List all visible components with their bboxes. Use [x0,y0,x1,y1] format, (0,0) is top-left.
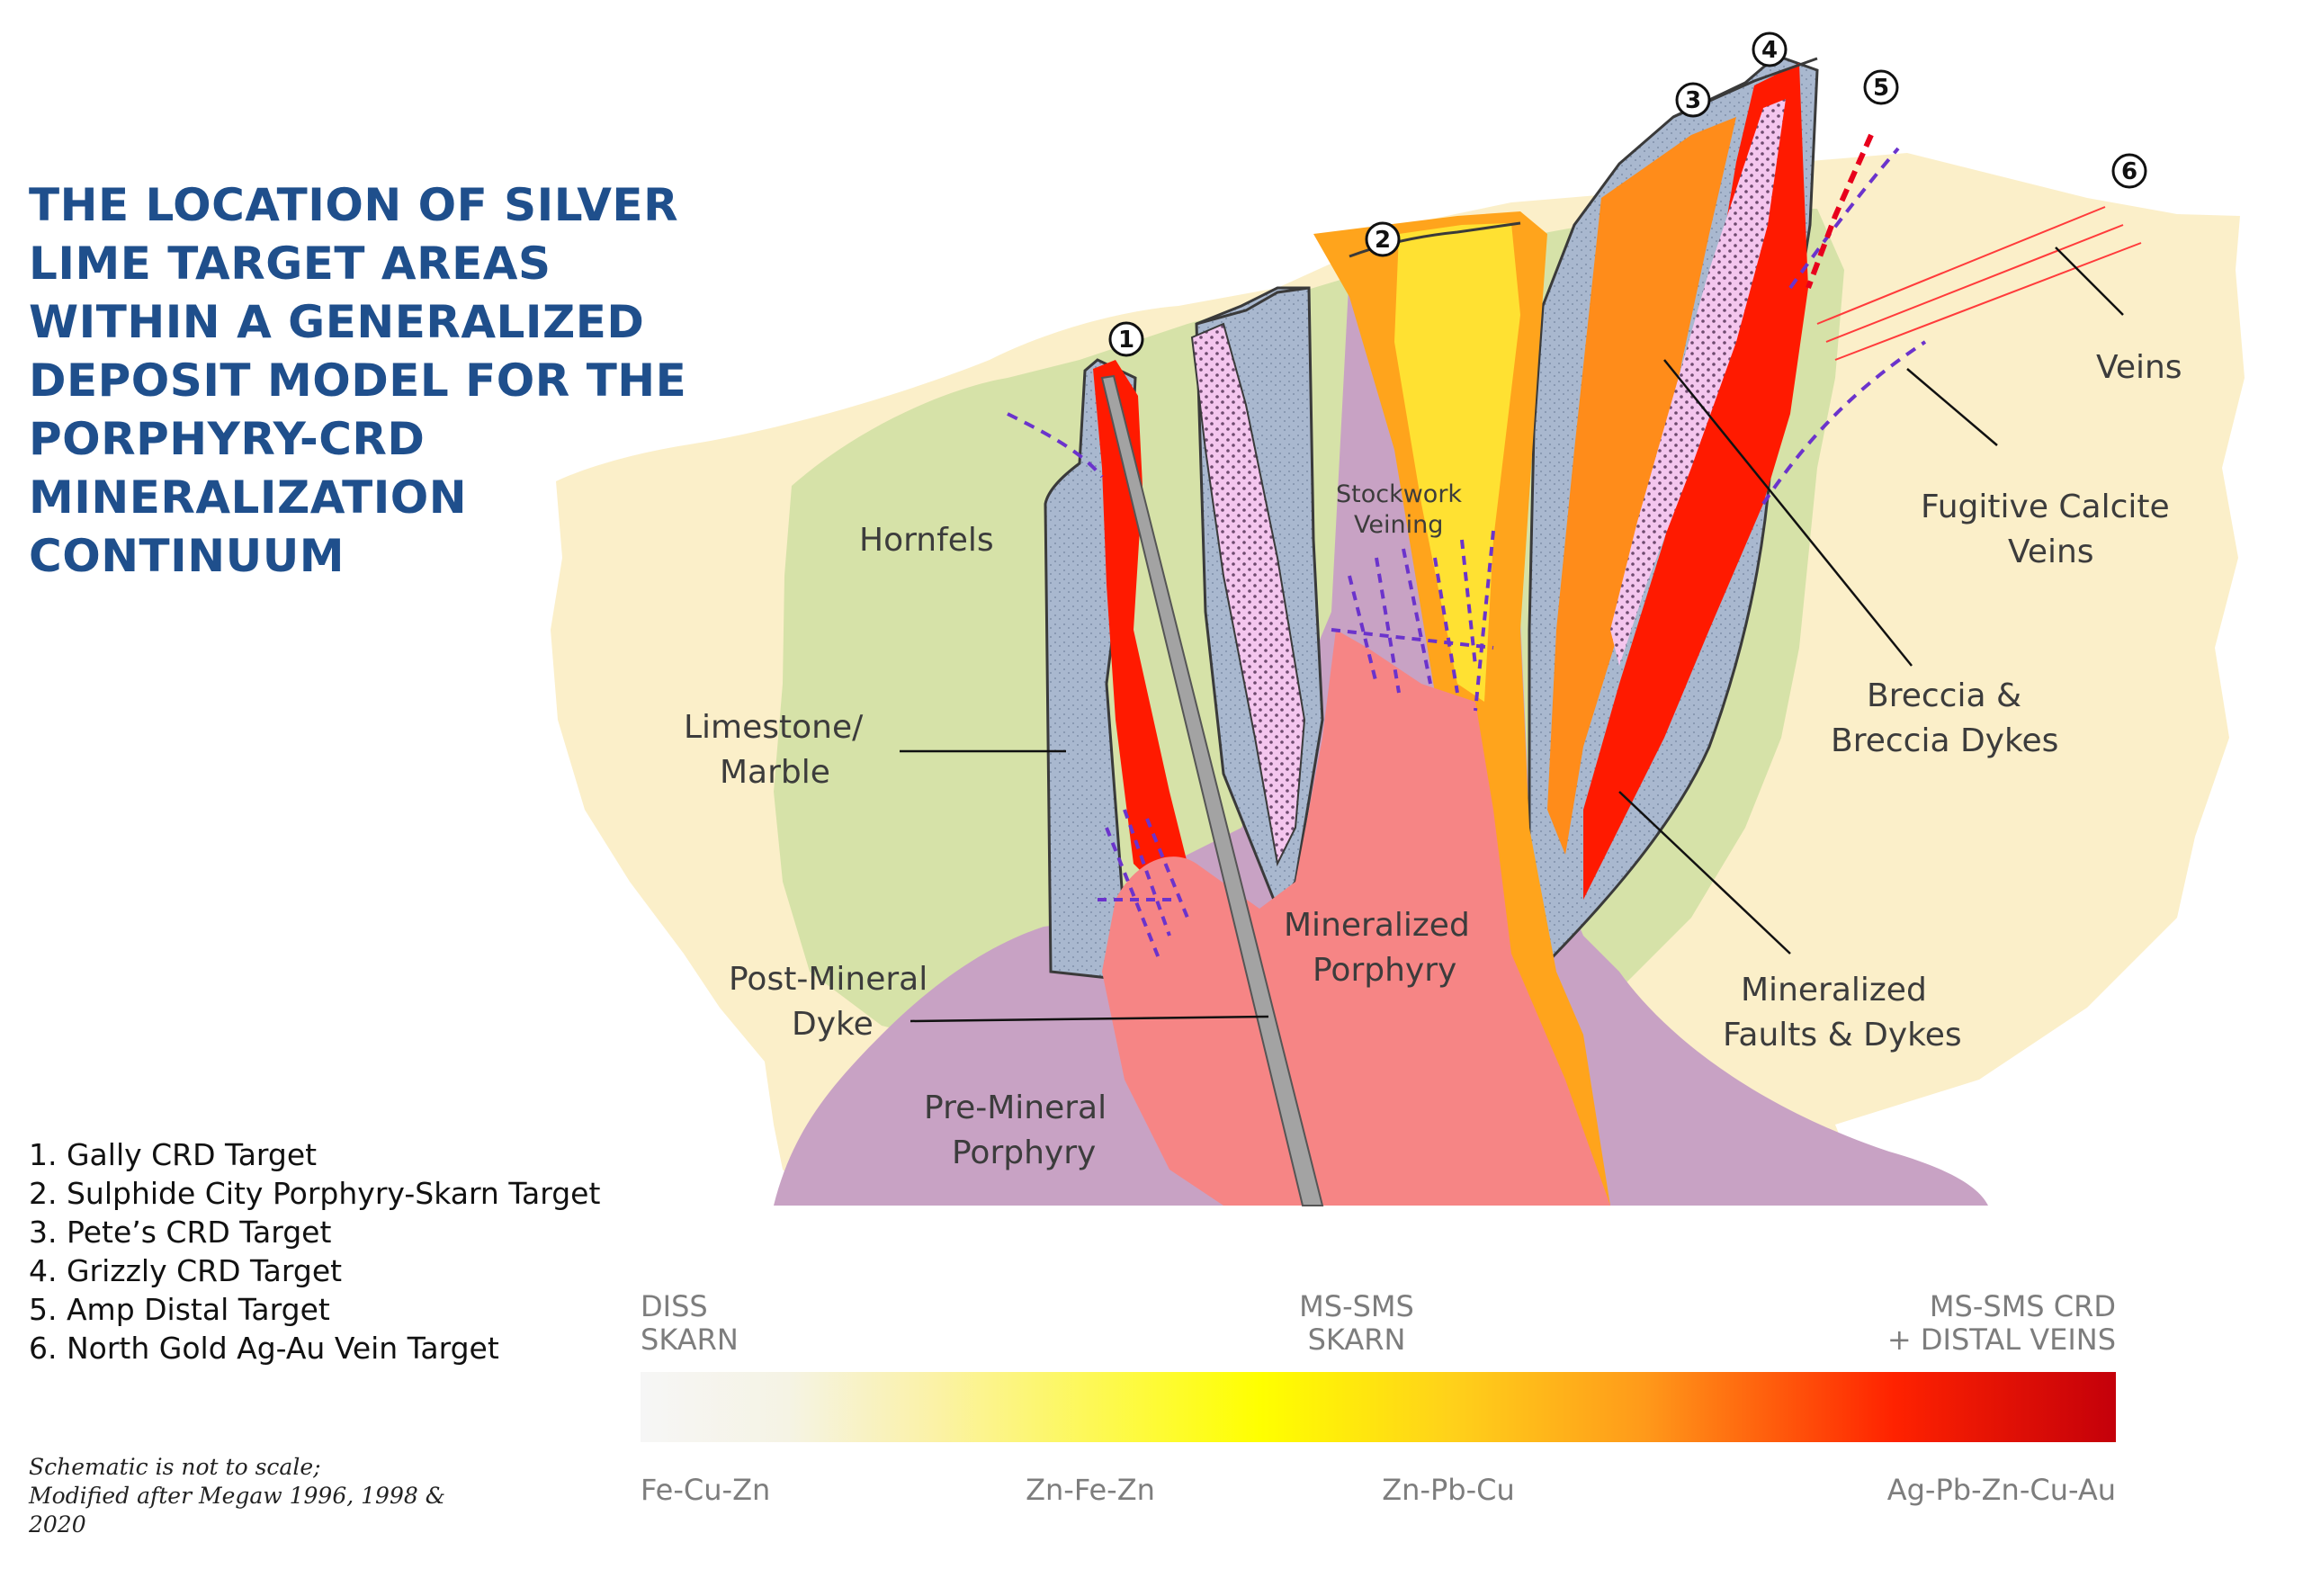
skarn-red-left [1093,360,1187,900]
list-item: 6. North Gold Ag-Au Vein Target [29,1331,499,1366]
target-list: 1. Gally CRD Target 2. Sulphide City Por… [29,1135,600,1367]
mineralized-porphyry [1102,630,1610,1206]
label-breccia-1: Breccia & [1867,677,2021,714]
title-line: WITHIN A GENERALIZED [29,296,645,348]
label-faults-1: Mineralized [1741,972,1927,1009]
note-line: 2020 [29,1511,86,1538]
label-pre-mineral-1: Pre-Mineral [924,1089,1107,1126]
title-line: DEPOSIT MODEL FOR THE [29,354,687,407]
note-line: Schematic is not to scale; [29,1454,321,1480]
label-hornfels: Hornfels [859,522,994,559]
scale-label-zn-fe-zn: Zn-Fe-Zn [1026,1473,1155,1507]
scale-label-crd-1: MS-SMS CRD [1930,1289,2116,1323]
post-mineral-dyke [1100,374,1324,1206]
source-note: Schematic is not to scale; Modified afte… [29,1453,479,1539]
list-item: 5. Amp Distal Target [29,1292,330,1327]
target-marker-6: 6 [2111,153,2147,189]
label-post-mineral-1: Post-Mineral [729,961,927,998]
scale-label-fe-cu-zn: Fe-Cu-Zn [641,1473,770,1507]
page-title: THE LOCATION OF SILVER LIME TARGET AREAS… [29,176,687,586]
label-mineralized-porphyry-1: Mineralized [1284,907,1470,944]
list-item: 2. Sulphide City Porphyry-Skarn Target [29,1176,601,1211]
title-line: MINERALIZATION [29,471,468,524]
label-fugitive-2: Veins [2008,533,2094,570]
label-limestone-1: Limestone/ [684,709,864,746]
label-pre-mineral-2: Porphyry [952,1134,1096,1171]
list-item: 1. Gally CRD Target [29,1137,318,1172]
fugitive-veins-top [1788,147,1900,290]
amp-vein [1806,133,1874,290]
list-item: 4. Grizzly CRD Target [29,1253,343,1288]
scale-label-crd-2: + DISTAL VEINS [1887,1323,2116,1357]
scale-label-ms-skarn-2: SKARN [1308,1323,1406,1357]
label-stockwork-2: Veining [1354,511,1443,539]
label-post-mineral-2: Dyke [792,1006,874,1043]
svg-text:1: 1 [1118,327,1134,354]
title-line: PORPHYRY-CRD [29,413,426,465]
label-mineralized-porphyry-2: Porphyry [1313,952,1456,989]
label-faults-2: Faults & Dykes [1723,1017,1962,1054]
svg-text:2: 2 [1375,227,1391,254]
scale-label-ag-pb-zn: Ag-Pb-Zn-Cu-Au [1887,1473,2116,1507]
label-veins: Veins [2096,349,2182,386]
scale-label-ms-skarn-1: MS-SMS [1299,1289,1414,1323]
label-limestone-2: Marble [720,754,830,791]
fugitive-veins-left [1007,412,1104,479]
target-marker-3: 3 [1675,82,1711,118]
scale-label-diss-2: SKARN [641,1323,739,1357]
leader-lines [900,247,2124,1023]
target-marker-1: 1 [1108,321,1144,357]
scale-label-zn-pb-cu: Zn-Pb-Cu [1382,1473,1515,1507]
stockwork-veining [1098,530,1495,964]
title-line: LIME TARGET AREAS [29,238,551,290]
title-line: CONTINUUM [29,530,345,582]
stockwork-pink-right [1610,99,1786,666]
svg-text:3: 3 [1685,87,1701,114]
target-marker-4: 4 [1752,31,1788,67]
list-item: 3. Pete’s CRD Target [29,1215,332,1250]
scale-label-diss-1: DISS [641,1289,708,1323]
label-stockwork-1: Stockwork [1336,480,1462,508]
target-marker-2: 2 [1365,221,1401,257]
note-line: Modified after Megaw 1996, 1998 & [29,1483,445,1509]
skarn-orange-right [1547,117,1736,855]
mineralization-scale-bar [641,1372,2116,1442]
title-line: THE LOCATION OF SILVER [29,179,679,231]
svg-text:5: 5 [1873,75,1889,102]
distal-veins [1816,206,2142,361]
svg-text:6: 6 [2121,158,2137,185]
label-fugitive-1: Fugitive Calcite [1921,489,2170,525]
target-marker-5: 5 [1863,69,1899,105]
label-breccia-2: Breccia Dykes [1831,722,2058,759]
stockwork-pink-left [1190,322,1306,867]
svg-text:4: 4 [1761,37,1778,64]
